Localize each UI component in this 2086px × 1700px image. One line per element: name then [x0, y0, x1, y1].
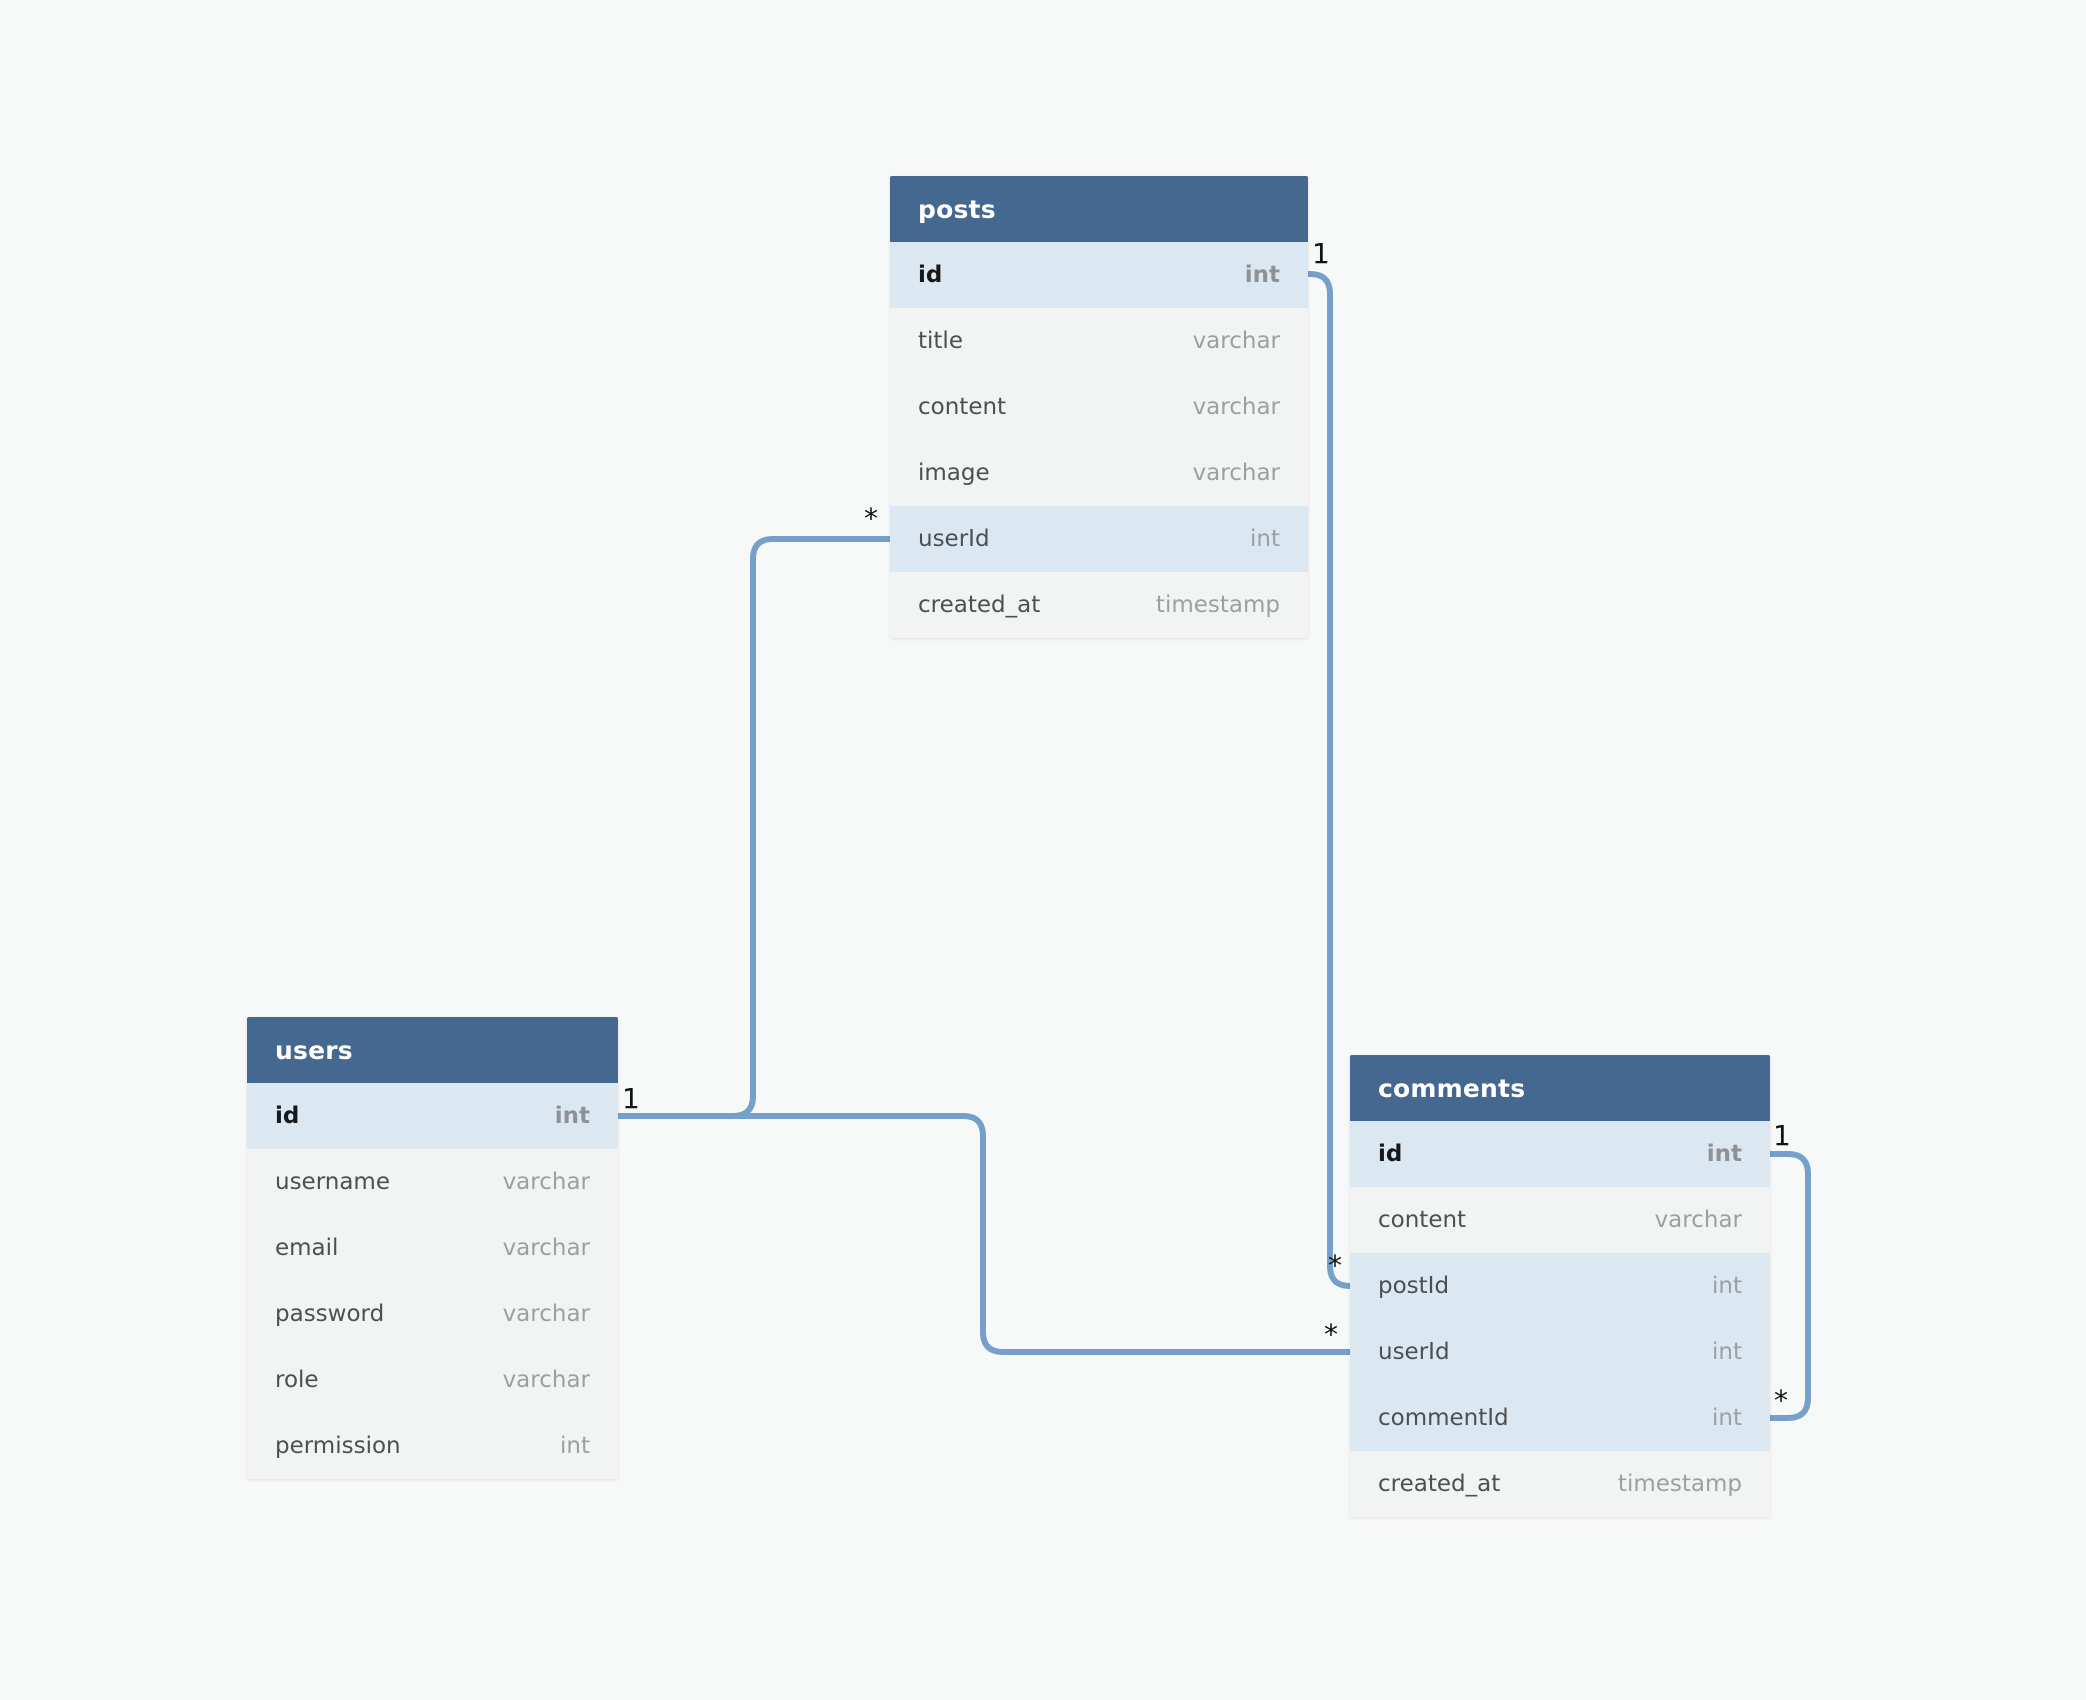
field-type: int	[1712, 1273, 1742, 1299]
table-posts-row-content: content varchar	[890, 374, 1308, 440]
table-comments-row-commentid: commentId int	[1350, 1385, 1770, 1451]
connector-posts-id-to-comments-postid	[1308, 271, 1351, 1289]
field-name: postId	[1378, 1273, 1450, 1299]
field-name: username	[275, 1169, 390, 1195]
cardinality-comments-commentid: *	[1774, 1384, 1788, 1417]
field-name: permission	[275, 1433, 401, 1459]
table-title: comments	[1378, 1073, 1526, 1103]
table-users-row-password: password varchar	[247, 1281, 618, 1347]
field-type: timestamp	[1617, 1471, 1742, 1497]
table-header-users: users	[247, 1017, 618, 1083]
field-type: varchar	[502, 1169, 590, 1195]
field-name: content	[1378, 1207, 1467, 1233]
field-name: created_at	[918, 592, 1041, 618]
table-posts-row-userid: userId int	[890, 506, 1308, 572]
table-comments-row-content: content varchar	[1350, 1187, 1770, 1253]
cardinality-comments-id: 1	[1773, 1119, 1791, 1152]
table-posts[interactable]: posts id int title varchar content varch…	[890, 176, 1308, 638]
cardinality-comments-postid: *	[1328, 1249, 1342, 1282]
cardinality-posts-id: 1	[1312, 237, 1330, 270]
field-name: image	[918, 460, 990, 486]
field-type: int	[1244, 262, 1280, 288]
connector-users-id-to-comments-userid	[618, 1113, 1350, 1355]
table-posts-row-image: image varchar	[890, 440, 1308, 506]
table-posts-row-id: id int	[890, 242, 1308, 308]
table-users-row-role: role varchar	[247, 1347, 618, 1413]
table-comments-row-postid: postId int	[1350, 1253, 1770, 1319]
table-comments[interactable]: comments id int content varchar postId i…	[1350, 1055, 1770, 1517]
field-type: varchar	[502, 1367, 590, 1393]
field-type: varchar	[502, 1235, 590, 1261]
table-users-row-id: id int	[247, 1083, 618, 1149]
table-comments-row-id: id int	[1350, 1121, 1770, 1187]
table-posts-row-title: title varchar	[890, 308, 1308, 374]
field-name: created_at	[1378, 1471, 1501, 1497]
table-users[interactable]: users id int username varchar email varc…	[247, 1017, 618, 1479]
field-name: id	[1378, 1141, 1403, 1167]
field-name: commentId	[1378, 1405, 1509, 1431]
field-type: varchar	[502, 1301, 590, 1327]
table-users-row-username: username varchar	[247, 1149, 618, 1215]
field-name: title	[918, 328, 963, 354]
field-type: varchar	[1192, 328, 1280, 354]
field-type: varchar	[1192, 460, 1280, 486]
field-name: id	[275, 1103, 300, 1129]
cardinality-users-id: 1	[622, 1082, 640, 1115]
field-type: int	[560, 1433, 590, 1459]
field-type: int	[1706, 1141, 1742, 1167]
field-name: id	[918, 262, 943, 288]
field-name: userId	[918, 526, 990, 552]
cardinality-posts-userid: *	[864, 502, 878, 535]
field-type: int	[1250, 526, 1280, 552]
field-type: timestamp	[1155, 592, 1280, 618]
table-comments-row-userid: userId int	[1350, 1319, 1770, 1385]
table-title: users	[275, 1035, 353, 1065]
table-header-posts: posts	[890, 176, 1308, 242]
field-type: int	[554, 1103, 590, 1129]
connector-users-id-to-posts-userid	[618, 536, 890, 1119]
table-posts-row-created-at: created_at timestamp	[890, 572, 1308, 638]
table-users-row-permission: permission int	[247, 1413, 618, 1479]
table-title: posts	[918, 194, 996, 224]
field-type: int	[1712, 1405, 1742, 1431]
field-name: role	[275, 1367, 319, 1393]
cardinality-comments-userid: *	[1324, 1318, 1338, 1351]
field-type: int	[1712, 1339, 1742, 1365]
field-type: varchar	[1654, 1207, 1742, 1233]
table-users-row-email: email varchar	[247, 1215, 618, 1281]
field-type: varchar	[1192, 394, 1280, 420]
field-name: userId	[1378, 1339, 1450, 1365]
field-name: content	[918, 394, 1007, 420]
table-comments-row-created-at: created_at timestamp	[1350, 1451, 1770, 1517]
field-name: email	[275, 1235, 339, 1261]
connector-comments-id-to-comments-commentid	[1769, 1151, 1811, 1421]
field-name: password	[275, 1301, 385, 1327]
table-header-comments: comments	[1350, 1055, 1770, 1121]
